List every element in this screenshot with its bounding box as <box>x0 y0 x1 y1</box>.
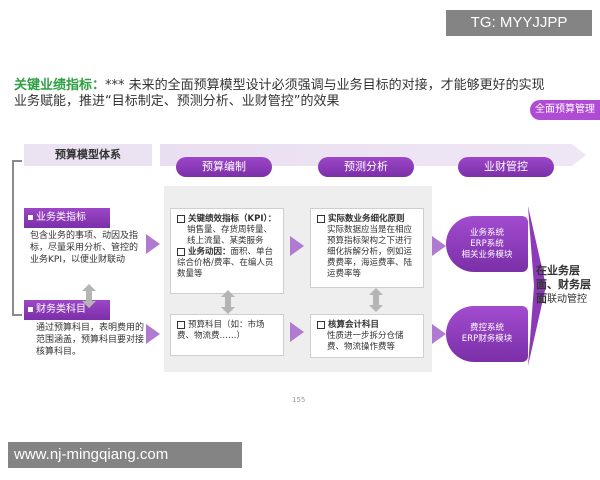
business-system-line: ERP系统 <box>470 238 504 249</box>
arrow-right-icon <box>290 322 304 342</box>
accounting-body: 性质进一步拆分仓储费、物流操作费等 <box>327 331 404 352</box>
right-double-arrow-icon <box>369 288 383 312</box>
phase-control: 业财管控 <box>458 157 554 177</box>
business-indicator-desc: 包含业务的事项、动因及指标，尽量采用分析、管控的业务KPI，以便业财联动 <box>30 231 139 265</box>
business-indicator-label: 业务类指标 <box>24 208 110 228</box>
checkbox-icon <box>177 247 185 256</box>
headline: 关键业绩指标：*** 未来的全面预算模型设计必须强调与业务目标的对接，才能够更好… <box>14 78 550 110</box>
arrow-right-icon <box>432 324 446 344</box>
arrow-right-icon <box>146 324 160 344</box>
checkbox-icon <box>317 214 325 223</box>
arrow-right-icon <box>432 236 446 256</box>
business-system-line: 相关业务模块 <box>461 249 513 260</box>
headline-text: *** 未来的全面预算模型设计必须强调与业务目标的对接，才能够更好的实现业务赋能… <box>14 78 545 109</box>
kpi-title: 关键绩效指标（KPI）： <box>188 214 277 224</box>
result-bold: 在业务层面、财务层面 <box>536 264 591 305</box>
finance-system-line: 费控系统 <box>469 323 504 333</box>
section-badge: 全面预算管理 <box>530 100 600 120</box>
kpi-body: 销售量、存货周转量、线上流量、某类服务 <box>187 225 273 246</box>
page-number: 155 <box>292 396 306 404</box>
finance-item-desc: 通过预算科目，表明费用的范围涵盖，预算科目要对接核算科目。 <box>36 323 145 357</box>
accounting-title: 核算会计科目 <box>328 320 380 330</box>
phase-forecast: 预测分析 <box>318 157 414 177</box>
result-text: 在业务层面、财务层面联动管控 <box>536 264 592 306</box>
driver-title: 业务动因： <box>188 247 231 257</box>
checkbox-icon <box>177 214 185 223</box>
business-system-line: 业务系统 <box>469 227 504 238</box>
result-arrow-icon <box>528 206 546 366</box>
checkbox-icon <box>177 320 185 329</box>
driver-body: 面积、单台综合价格/费率、在编人员数量等 <box>177 247 274 279</box>
watermark-bottom: www.nj-mingqiang.com <box>8 442 242 468</box>
budget-item-text: 预算科目（如：市场费、物流费……） <box>177 320 265 341</box>
detail-body: 实际数据应当是在相应预算指标架构之下进行细化拆解分析，例如运费费率，海运费率、陆… <box>327 225 413 279</box>
business-system-pill: 业务系统 ERP系统 相关业务模块 <box>446 216 528 272</box>
finance-system-line: ERP财务模块 <box>461 334 513 344</box>
detail-title: 实际数业务细化原则 <box>328 214 405 224</box>
left-double-arrow-icon <box>82 284 96 308</box>
left-bracket <box>12 160 22 316</box>
result-rest: 联动管控 <box>547 294 587 305</box>
detail-card: 实际数业务细化原则 实际数据应当是在相应预算指标架构之下进行细化拆解分析，例如运… <box>310 208 424 288</box>
finance-item-label: 财务类科目 <box>24 300 110 320</box>
finance-system-pill: 费控系统 ERP财务模块 <box>446 306 528 362</box>
mid-double-arrow-icon <box>221 290 235 314</box>
budget-item-card: 预算科目（如：市场费、物流费……） <box>170 314 284 356</box>
kpi-card: 关键绩效指标（KPI）： 销售量、存货周转量、线上流量、某类服务 业务动因：面积… <box>170 208 284 294</box>
accounting-card: 核算会计科目 性质进一步拆分仓储费、物流操作费等 <box>310 314 424 358</box>
headline-highlight: 关键业绩指标： <box>14 78 106 93</box>
arrow-right-icon <box>290 236 304 256</box>
phase-budgeting: 预算编制 <box>176 157 272 177</box>
system-title: 预算模型体系 <box>24 144 152 166</box>
phase-band-tip <box>572 144 586 166</box>
arrow-right-icon <box>146 234 160 254</box>
checkbox-icon <box>317 320 325 329</box>
watermark-top: TG: MYYJJPP <box>446 10 592 36</box>
